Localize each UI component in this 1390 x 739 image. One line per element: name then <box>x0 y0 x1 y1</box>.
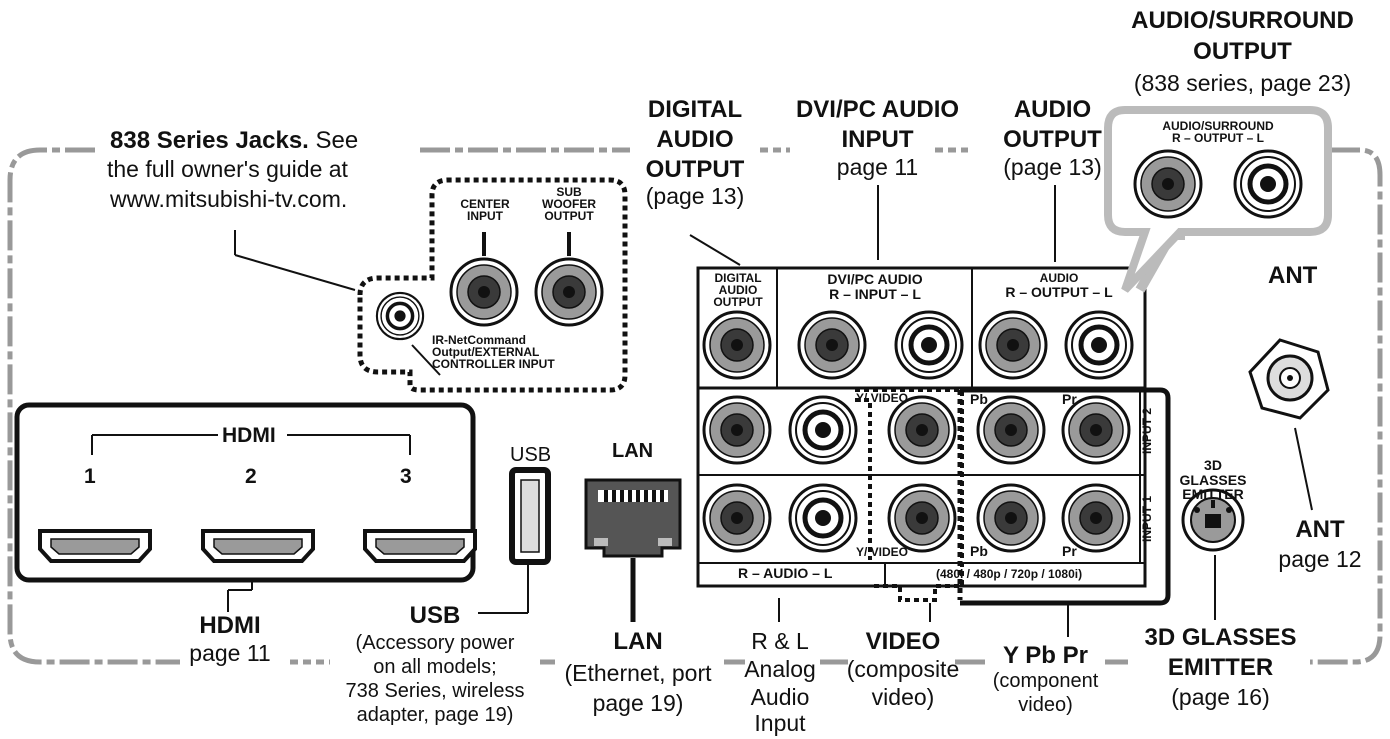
ant-callout-sub: page 12 <box>1278 546 1362 572</box>
analog-callout-l2: Analog <box>744 656 816 682</box>
digital-audio-sub: (page 13) <box>645 183 745 209</box>
series-838-line2: the full owner's guide at <box>107 156 348 182</box>
ypbpr-callout-l2: video) <box>1018 694 1073 716</box>
glasses-callout-sub: (page 16) <box>1171 684 1270 710</box>
surround-sub: (838 series, page 23) <box>1133 70 1352 96</box>
din-connector-icon <box>1181 488 1245 552</box>
pb-top-label: Pb <box>970 391 988 407</box>
input2-pb-jack-icon <box>976 395 1046 465</box>
lan-port-label: LAN <box>612 440 654 462</box>
r-audio-l-label: R – AUDIO – L <box>738 565 833 581</box>
surround-title-1: AUDIO/SURROUND <box>1131 7 1354 34</box>
input1-label: INPUT 1 <box>1140 496 1154 543</box>
ir-netcommand-jack-icon <box>375 291 425 341</box>
pr-top-label: Pr <box>1062 391 1077 407</box>
input2-label: INPUT 2 <box>1140 408 1154 455</box>
dvi-pc-title-2: INPUT <box>841 126 914 153</box>
ypbpr-callout-l1: (component <box>992 670 1099 692</box>
hdmi-panel <box>14 402 476 583</box>
video-callout-l1: (composite <box>846 656 960 682</box>
input1-pr-jack-icon <box>1061 483 1131 553</box>
hdmi-port-2-icon <box>201 529 315 563</box>
input1-audio-r-jack-icon <box>702 483 772 553</box>
coax-connector-icon <box>1248 338 1330 420</box>
video-callout-l2: video) <box>871 684 935 710</box>
analog-callout-l4: Input <box>754 710 806 736</box>
hdmi-callout-sub: page 11 <box>189 640 271 666</box>
analog-callout-l1: R & L <box>751 628 809 654</box>
dvi-audio-r-jack-icon <box>797 310 867 380</box>
digital-audio-title-1: DIGITAL <box>647 96 743 123</box>
lan-callout-l1: (Ethernet, port <box>564 660 712 686</box>
hdmi-callout-title: HDMI <box>199 612 261 639</box>
usb-port-label: USB <box>510 444 552 466</box>
y-video-top-label: Y/ VIDEO <box>856 391 909 405</box>
pb-bottom-label: Pb <box>970 543 988 559</box>
hdmi-header-label: HDMI <box>222 424 276 447</box>
input1-pb-jack-icon <box>976 483 1046 553</box>
surround-l-jack-icon <box>1235 151 1301 217</box>
lan-port-icon <box>584 478 682 558</box>
resolutions-label: (480i / 480p / 720p / 1080i) <box>936 567 1083 581</box>
surround-title-2: OUTPUT <box>1193 38 1292 65</box>
input1-audio-l-jack-icon <box>790 485 856 551</box>
main-jack-panel <box>696 266 1147 588</box>
audio-output-sub: (page 13) <box>1003 154 1102 180</box>
input2-audio-r-jack-icon <box>702 395 772 465</box>
usb-callout-title: USB <box>409 602 461 629</box>
input2-y-video-jack-icon <box>887 395 957 465</box>
hdmi-port-2-label: 2 <box>245 465 257 488</box>
dvi-pc-title-1: DVI/PC AUDIO <box>795 96 960 123</box>
hdmi-port-3-label: 3 <box>400 465 412 488</box>
tv-back-frame <box>7 147 180 665</box>
audio-output-r-jack-icon <box>978 310 1048 380</box>
dvi-audio-l-jack-icon <box>896 312 962 378</box>
audio-output-title-2: OUTPUT <box>1003 126 1102 153</box>
hdmi-port-3-icon <box>363 529 477 563</box>
video-callout-title: VIDEO <box>865 628 941 655</box>
input1-y-video-jack-icon <box>887 483 957 553</box>
audio-output-l-jack-icon <box>1066 312 1132 378</box>
usb-callout-l2: on all models; <box>373 656 497 678</box>
lan-callout-title: LAN <box>613 628 663 655</box>
dvi-pc-sub: page 11 <box>836 154 919 180</box>
surround-r-jack-icon <box>1133 149 1203 219</box>
glasses-callout-title-2: EMITTER <box>1167 654 1274 681</box>
input2-audio-l-jack-icon <box>790 397 856 463</box>
digital-audio-title-2: AUDIO <box>656 126 734 153</box>
center-input-jack-icon <box>449 257 519 327</box>
pr-bottom-label: Pr <box>1062 543 1077 559</box>
series-838-title: 838 Series Jacks. See <box>110 127 359 154</box>
lan-callout-l2: page 19) <box>592 690 684 716</box>
hdmi-port-1-icon <box>38 529 152 563</box>
ant-top-label: ANT <box>1268 262 1318 289</box>
usb-callout-l4: adapter, page 19) <box>356 704 514 726</box>
ypbpr-callout-title: Y Pb Pr <box>1003 642 1088 669</box>
digital-audio-title-3: OUTPUT <box>645 156 745 183</box>
digital-audio-output-jack-icon <box>702 310 772 380</box>
usb-callout-l3: 738 Series, wireless <box>345 680 525 702</box>
series-838-url: www.mitsubishi-tv.com. <box>110 186 348 212</box>
usb-callout-l1: (Accessory power <box>355 632 515 654</box>
sub-woofer-jack-icon <box>534 257 604 327</box>
hdmi-port-1-label: 1 <box>84 465 96 488</box>
y-video-bottom-label: Y/ VIDEO <box>856 545 909 559</box>
audio-output-title-1: AUDIO <box>1013 96 1092 123</box>
analog-callout-l3: Audio <box>750 684 810 710</box>
ant-callout-title: ANT <box>1295 516 1345 543</box>
glasses-callout-title-1: 3D GLASSES <box>1144 624 1297 651</box>
series-838-outline <box>357 177 628 393</box>
